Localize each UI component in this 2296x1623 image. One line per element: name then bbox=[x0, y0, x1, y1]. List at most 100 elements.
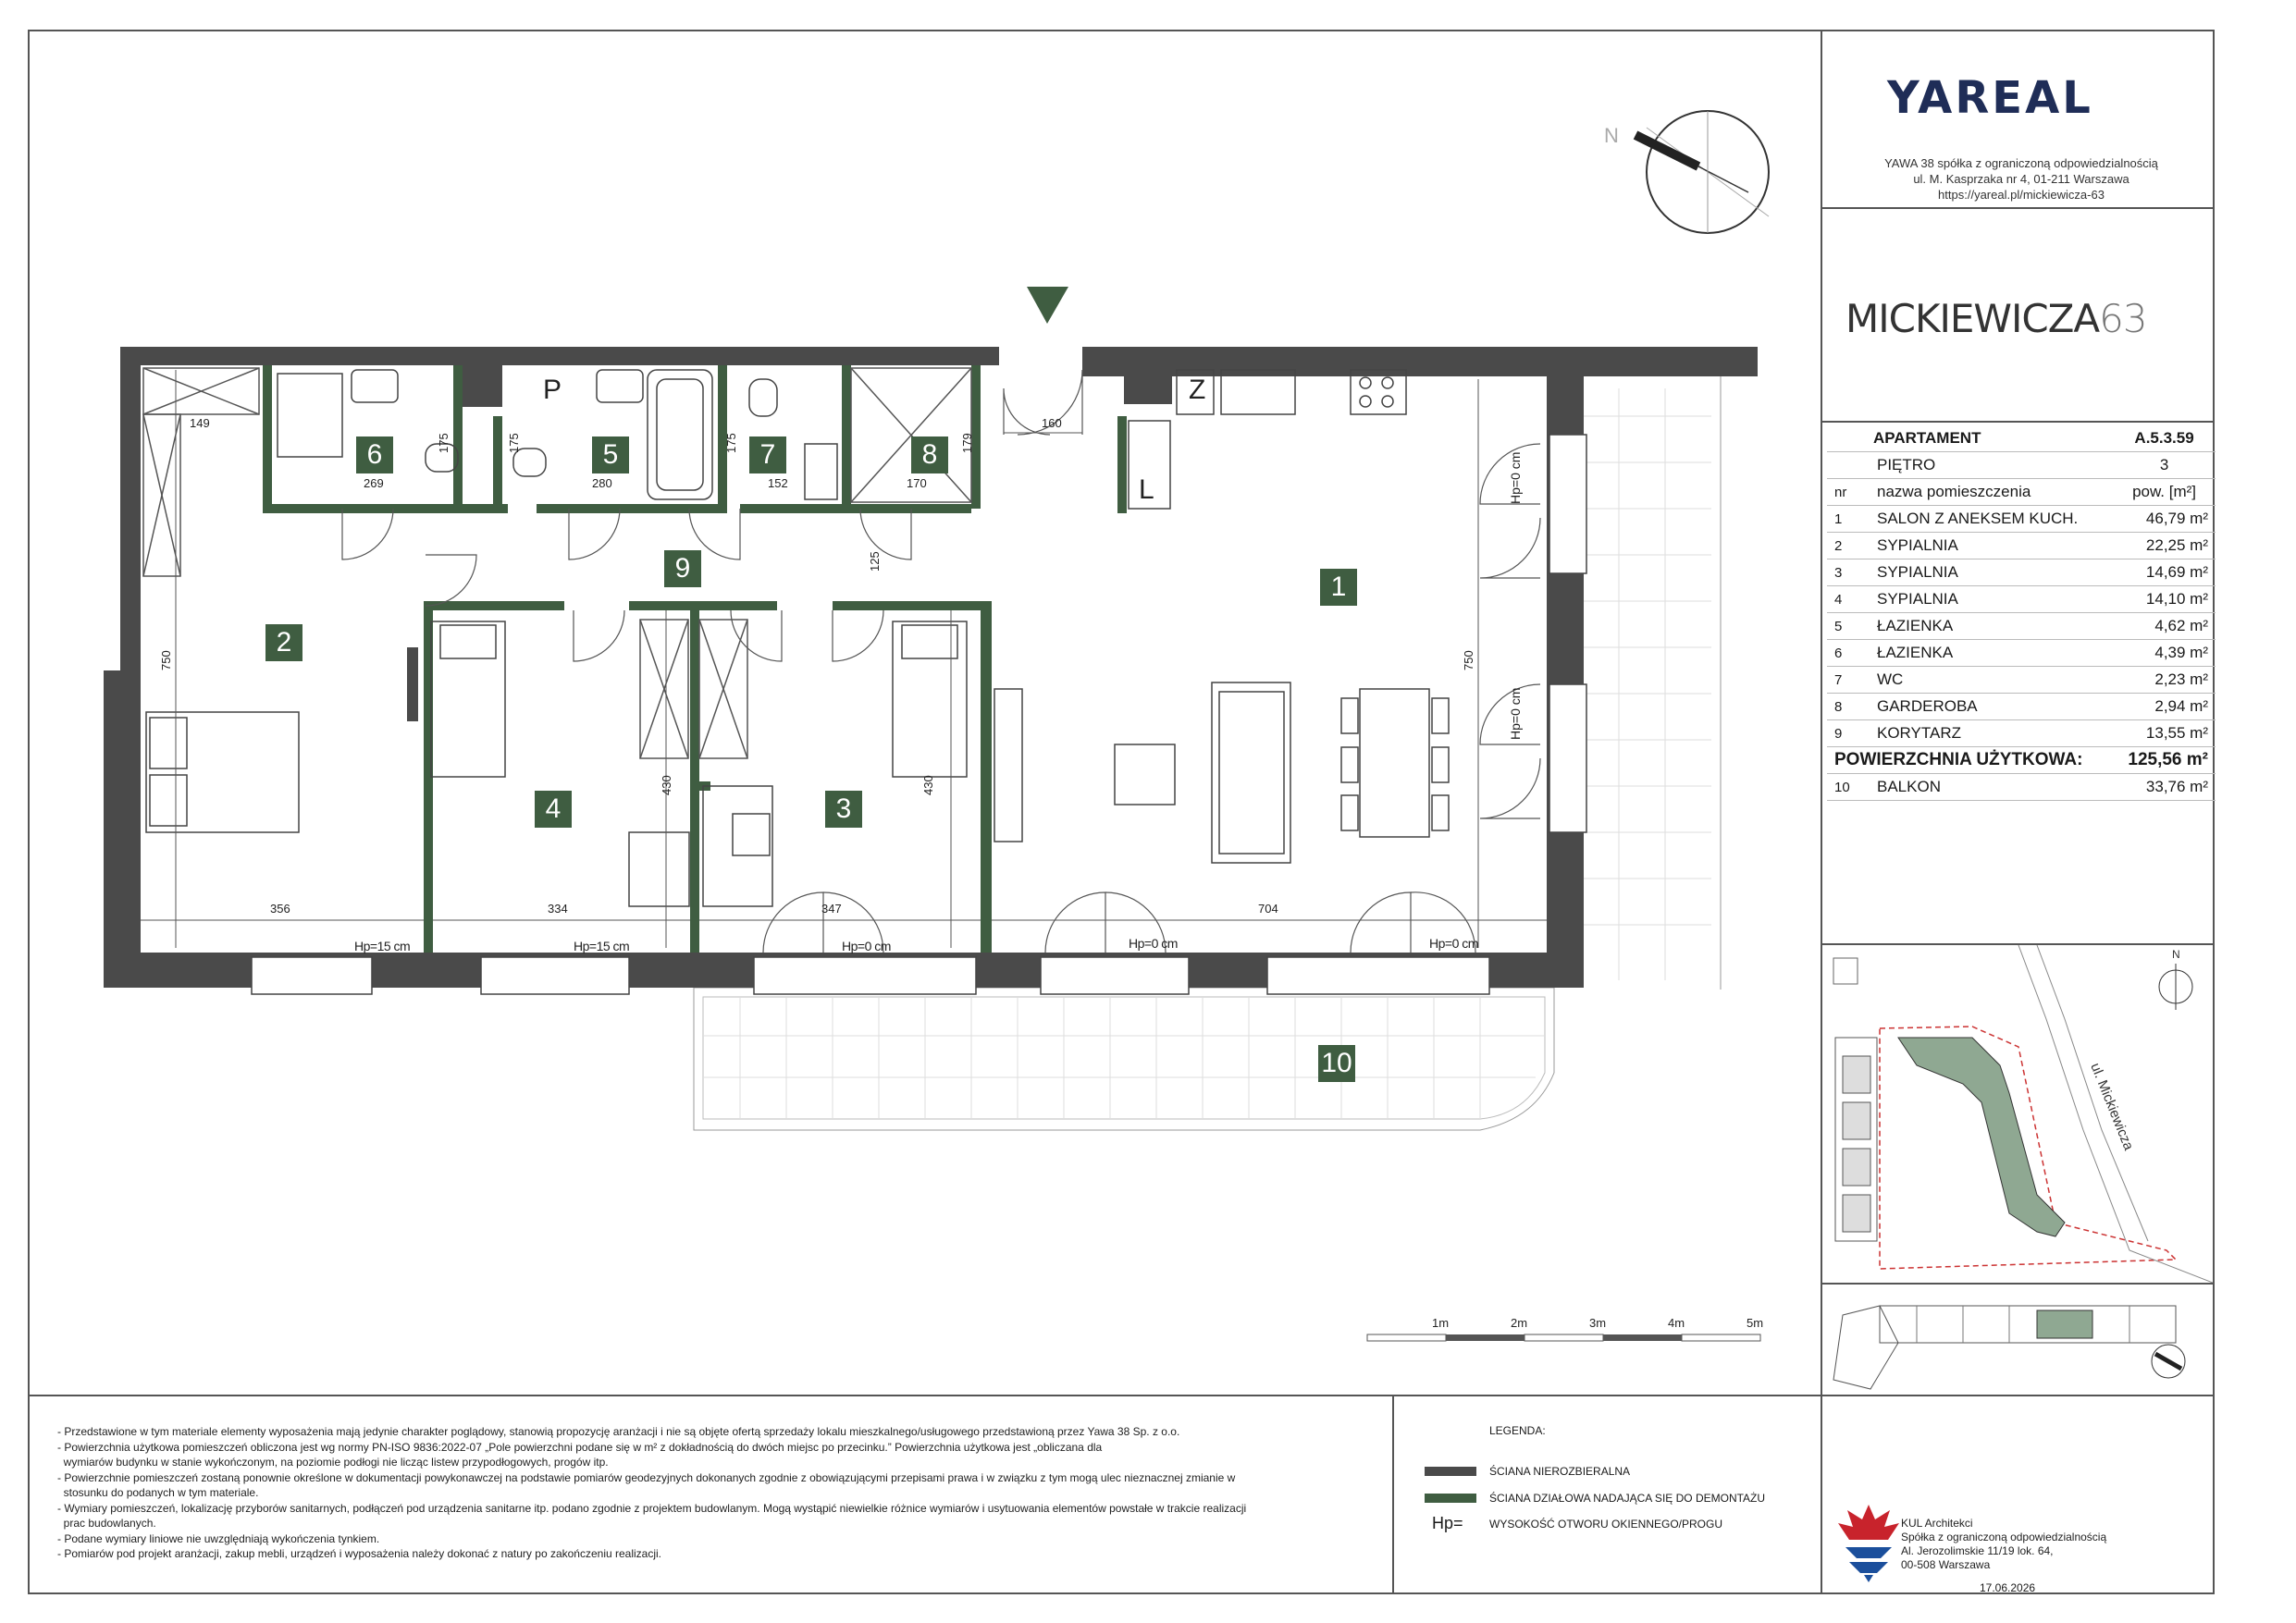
appliance-z: Z bbox=[1189, 375, 1206, 405]
legend-swatch-removable bbox=[1425, 1494, 1476, 1503]
svg-text:N: N bbox=[2172, 948, 2180, 961]
title-sep-4 bbox=[1821, 1283, 2215, 1285]
header-row: nr nazwa pomieszczenia pow. [m²] bbox=[1827, 478, 2216, 506]
room-number-8: 8 bbox=[911, 436, 948, 473]
legend-fixed-wall: ŚCIANA NIEROZBIERALNA bbox=[1489, 1465, 1631, 1478]
room-nr: 2 bbox=[1827, 532, 1873, 559]
room-number-7: 7 bbox=[749, 436, 786, 473]
hp-label: Hp=15 cm bbox=[354, 939, 411, 953]
floor-label: PIĘTRO bbox=[1873, 451, 2114, 479]
architect-logo-icon bbox=[1838, 1505, 1899, 1582]
room-number-5: 5 bbox=[592, 436, 629, 473]
hp-label: Hp=0 cm bbox=[1429, 936, 1478, 951]
room-name: SYPIALNIA bbox=[1873, 559, 2114, 586]
hp-label: Hp=15 cm bbox=[574, 939, 630, 953]
room-nr: 8 bbox=[1827, 693, 1873, 720]
architect-line: Al. Jerozolimskie 11/19 lok. 64, bbox=[1901, 1544, 2054, 1557]
dimension-label: 152 bbox=[768, 476, 788, 490]
apartment-code: A.5.3.59 bbox=[2113, 425, 2216, 452]
note-line: prac budowlanych. bbox=[57, 1517, 156, 1530]
room-name: SYPIALNIA bbox=[1873, 532, 2114, 559]
floor-key-plan bbox=[1833, 1305, 2186, 1390]
compass-icon: N bbox=[1604, 110, 1770, 234]
hp-label: Hp=0 cm bbox=[842, 939, 891, 953]
architect-name: KUL Architekci bbox=[1901, 1517, 1973, 1530]
dimension-label: 125 bbox=[868, 551, 882, 572]
room-nr: 5 bbox=[1827, 612, 1873, 640]
floor-row: PIĘTRO 3 bbox=[1827, 451, 2216, 479]
room-name: SYPIALNIA bbox=[1873, 585, 2114, 613]
dimension-label: 175 bbox=[724, 433, 738, 453]
note-line: - Powierzchnia użytkowa pomieszczeń obli… bbox=[57, 1440, 1103, 1454]
legend-title: LEGENDA: bbox=[1489, 1424, 1546, 1437]
room-number-10: 10 bbox=[1318, 1045, 1355, 1082]
room-area: 46,79 m² bbox=[2113, 505, 2216, 533]
dimension-label: 750 bbox=[159, 650, 173, 670]
appliance-l: L bbox=[1139, 474, 1154, 505]
room-number-4: 4 bbox=[535, 791, 572, 828]
total-label: POWIERZCHNIA UŻYTKOWA: bbox=[1827, 746, 2114, 774]
architect-line: Spółka z ograniczoną odpowiedzialnością bbox=[1901, 1531, 2107, 1543]
floor-plan bbox=[104, 287, 1761, 1342]
architect-info: KUL Architekci Spółka z ograniczoną odpo… bbox=[1901, 1517, 2106, 1572]
hp-label: Hp=0 cm bbox=[1129, 936, 1178, 951]
room-area: 2,94 m² bbox=[2113, 693, 2216, 720]
legend-swatch-fixed bbox=[1425, 1467, 1476, 1476]
room-number-1: 1 bbox=[1320, 569, 1357, 606]
dimension-label: 149 bbox=[190, 416, 210, 430]
room-area: 4,39 m² bbox=[2113, 639, 2216, 667]
dimension-label: 280 bbox=[592, 476, 612, 490]
disclaimer-notes: - Przedstawione w tym materiale elementy… bbox=[57, 1424, 1389, 1562]
hp-label: Hp=0 cm bbox=[1508, 687, 1523, 740]
dimension-label: 347 bbox=[821, 902, 842, 916]
col-area: pow. [m²] bbox=[2113, 478, 2216, 506]
dimension-label: 750 bbox=[1462, 650, 1475, 670]
company-info: YAWA 38 spółka z ograniczoną odpowiedzia… bbox=[1827, 155, 2216, 203]
room-nr: 1 bbox=[1827, 505, 1873, 533]
dimension-label: 334 bbox=[548, 902, 568, 916]
dimension-label: 175 bbox=[437, 433, 451, 453]
project-name: MICKIEWICZA63 bbox=[1845, 296, 2148, 341]
brand-logo: YAREAL bbox=[1887, 72, 2093, 124]
room-area: 4,62 m² bbox=[2113, 612, 2216, 640]
legend-hp-text: WYSOKOŚĆ OTWORU OKIENNEGO/PROGU bbox=[1489, 1518, 1723, 1531]
balcony-area: 33,76 m² bbox=[2113, 773, 2216, 801]
dimension-label: 430 bbox=[660, 775, 673, 795]
floor-value: 3 bbox=[2113, 451, 2216, 479]
drawing-frame bbox=[28, 30, 2215, 1594]
room-name: WC bbox=[1873, 666, 2114, 694]
balcony-name: BALKON bbox=[1873, 773, 2114, 801]
note-line: stosunku do podanych w tym materiale. bbox=[57, 1486, 259, 1499]
room-number-9: 9 bbox=[664, 550, 701, 587]
company-url[interactable]: https://yareal.pl/mickiewicza-63 bbox=[1938, 188, 2105, 202]
note-line: - Wymiary pomieszczeń, lokalizację przyb… bbox=[57, 1501, 1247, 1515]
title-block-divider bbox=[1821, 30, 1822, 1594]
room-nr: 6 bbox=[1827, 639, 1873, 667]
legend-hp-symbol: Hp= bbox=[1432, 1514, 1463, 1532]
note-line: - Pomiarów pod projekt aranżacji, zakup … bbox=[57, 1547, 662, 1560]
note-line: - Podane wymiary liniowe nie uwzględniaj… bbox=[57, 1531, 380, 1545]
room-name: ŁAZIENKA bbox=[1873, 639, 2114, 667]
col-nr: nr bbox=[1827, 478, 1873, 506]
note-line: - Przedstawione w tym materiale elementy… bbox=[57, 1425, 1180, 1438]
dimension-label: 175 bbox=[507, 433, 521, 453]
room-nr: 9 bbox=[1827, 719, 1873, 747]
dimension-label: 704 bbox=[1258, 902, 1278, 916]
room-nr: 4 bbox=[1827, 585, 1873, 613]
title-sep-5 bbox=[1821, 1395, 2215, 1396]
svg-text:N: N bbox=[1604, 124, 1619, 147]
total-value: 125,56 m² bbox=[2113, 746, 2216, 774]
room-name: GARDEROBA bbox=[1873, 693, 2114, 720]
room-name: SALON Z ANEKSEM KUCH. bbox=[1873, 505, 2114, 533]
room-area: 2,23 m² bbox=[2113, 666, 2216, 694]
title-sep-1 bbox=[1821, 207, 2215, 209]
room-area: 14,10 m² bbox=[2113, 585, 2216, 613]
dimension-label: 160 bbox=[1042, 416, 1062, 430]
legend-removable-wall: ŚCIANA DZIAŁOWA NADAJĄCA SIĘ DO DEMONTAŻ… bbox=[1489, 1492, 1766, 1505]
